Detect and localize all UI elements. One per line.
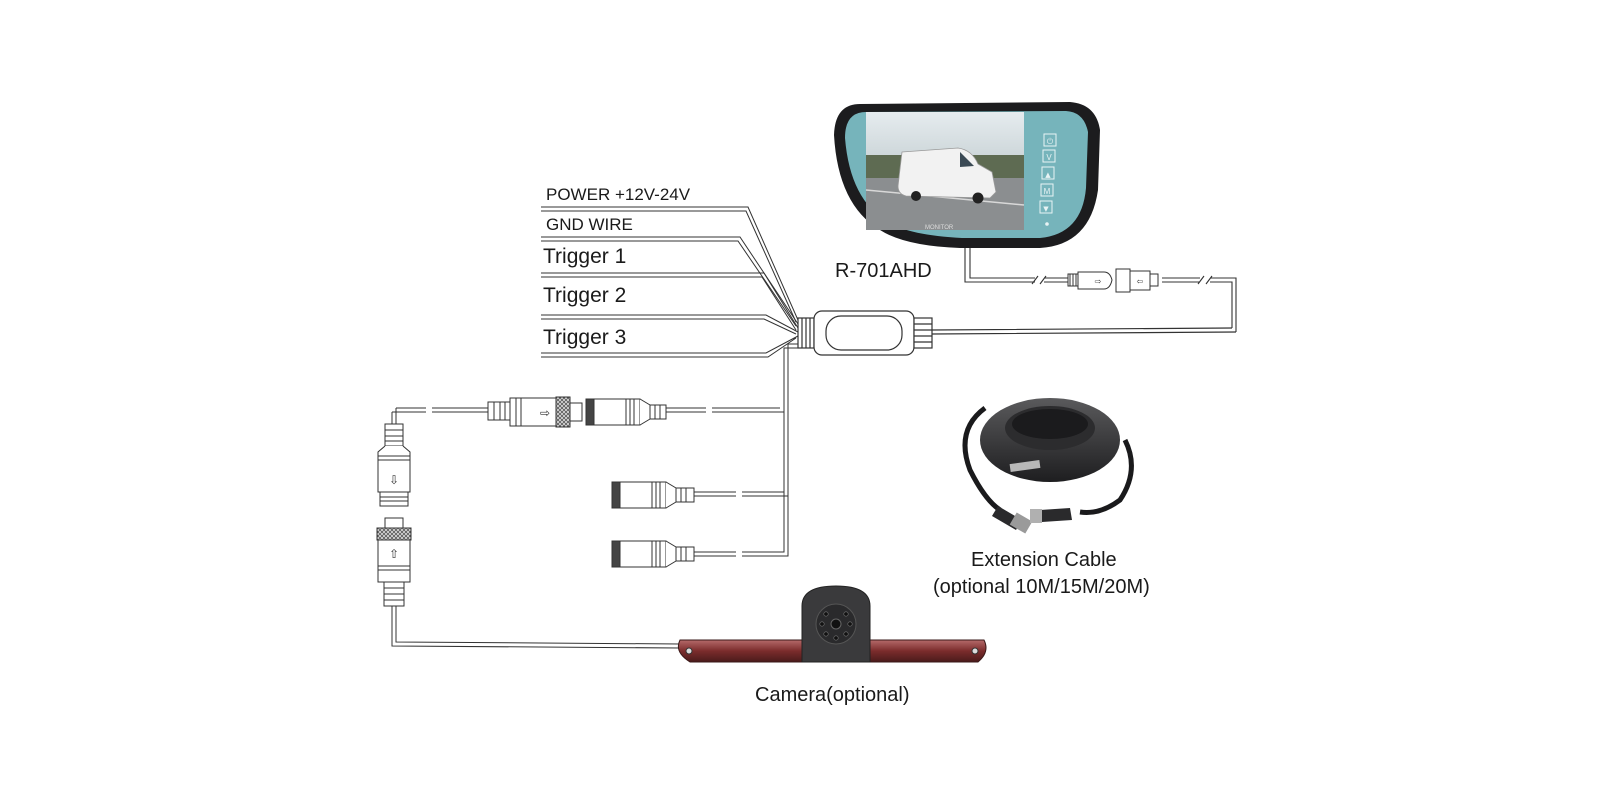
power-icon: ⏻ (1047, 137, 1054, 146)
wire-label-trigger-1: Trigger 1 (543, 245, 627, 268)
wire-gnd (541, 236, 799, 327)
arrow-left-icon: ⇦ (1137, 277, 1144, 286)
camera-input-connector-1: ⇨ (391, 396, 706, 428)
menu-icon: M (1044, 187, 1051, 196)
monitor-down-button[interactable]: ▼ (1039, 200, 1053, 214)
control-box (797, 310, 1237, 356)
wire-power (541, 206, 799, 323)
down-arrow-icon: ▼ (1043, 205, 1049, 213)
wire-label-trigger-2: Trigger 2 (543, 284, 627, 307)
extension-cable-image (962, 398, 1134, 534)
camera-brake-light (677, 585, 987, 663)
fanout-wires (541, 206, 799, 358)
monitor-buttons: ⏻ V ▲ M ▼ (1039, 133, 1057, 226)
wire-label-trigger-3: Trigger 3 (543, 326, 627, 349)
wire-trigger-2 (541, 314, 799, 335)
monitor-power-button[interactable]: ⏻ (1043, 133, 1057, 147)
mirror-monitor: MONITOR ⏻ V ▲ M ▼ (834, 102, 1100, 248)
arrow-right-icon: ⇨ (1095, 277, 1102, 286)
distribution-lines (694, 343, 798, 557)
arrow-up-icon: ⇧ (389, 547, 399, 561)
extension-cable-title: Extension Cable (971, 549, 1117, 571)
camera-caption: Camera(optional) (755, 684, 910, 706)
ir-sensor-icon (1045, 222, 1049, 226)
camera-input-connector-2 (611, 481, 695, 509)
monitor-volume-button[interactable]: V (1042, 149, 1056, 163)
monitor-up-button[interactable]: ▲ (1041, 166, 1055, 180)
monitor-brand-text: MONITOR (925, 225, 954, 231)
monitor-cable-connector: ⇨ ⇦ (1067, 268, 1159, 293)
up-arrow-icon: ▲ (1045, 171, 1051, 179)
wire-label-gnd: GND WIRE (546, 215, 633, 234)
arrow-down-icon: ⇩ (389, 473, 399, 487)
arrow-right-icon: ⇨ (540, 406, 550, 420)
monitor-cable (964, 248, 1237, 332)
van-image (865, 147, 1025, 230)
wire-label-power: POWER +12V-24V (546, 185, 691, 204)
monitor-model-label: R-701AHD (835, 260, 932, 282)
camera-input-connector-3 (611, 540, 695, 568)
extension-cable-subtitle: (optional 10M/15M/20M) (933, 576, 1150, 598)
wire-trigger-3 (541, 335, 799, 358)
monitor-menu-button[interactable]: M (1040, 183, 1054, 197)
camera-cable-connector: ⇩ ⇧ (376, 423, 681, 649)
wire-trigger-1 (541, 272, 799, 331)
volume-icon: V (1046, 153, 1052, 162)
